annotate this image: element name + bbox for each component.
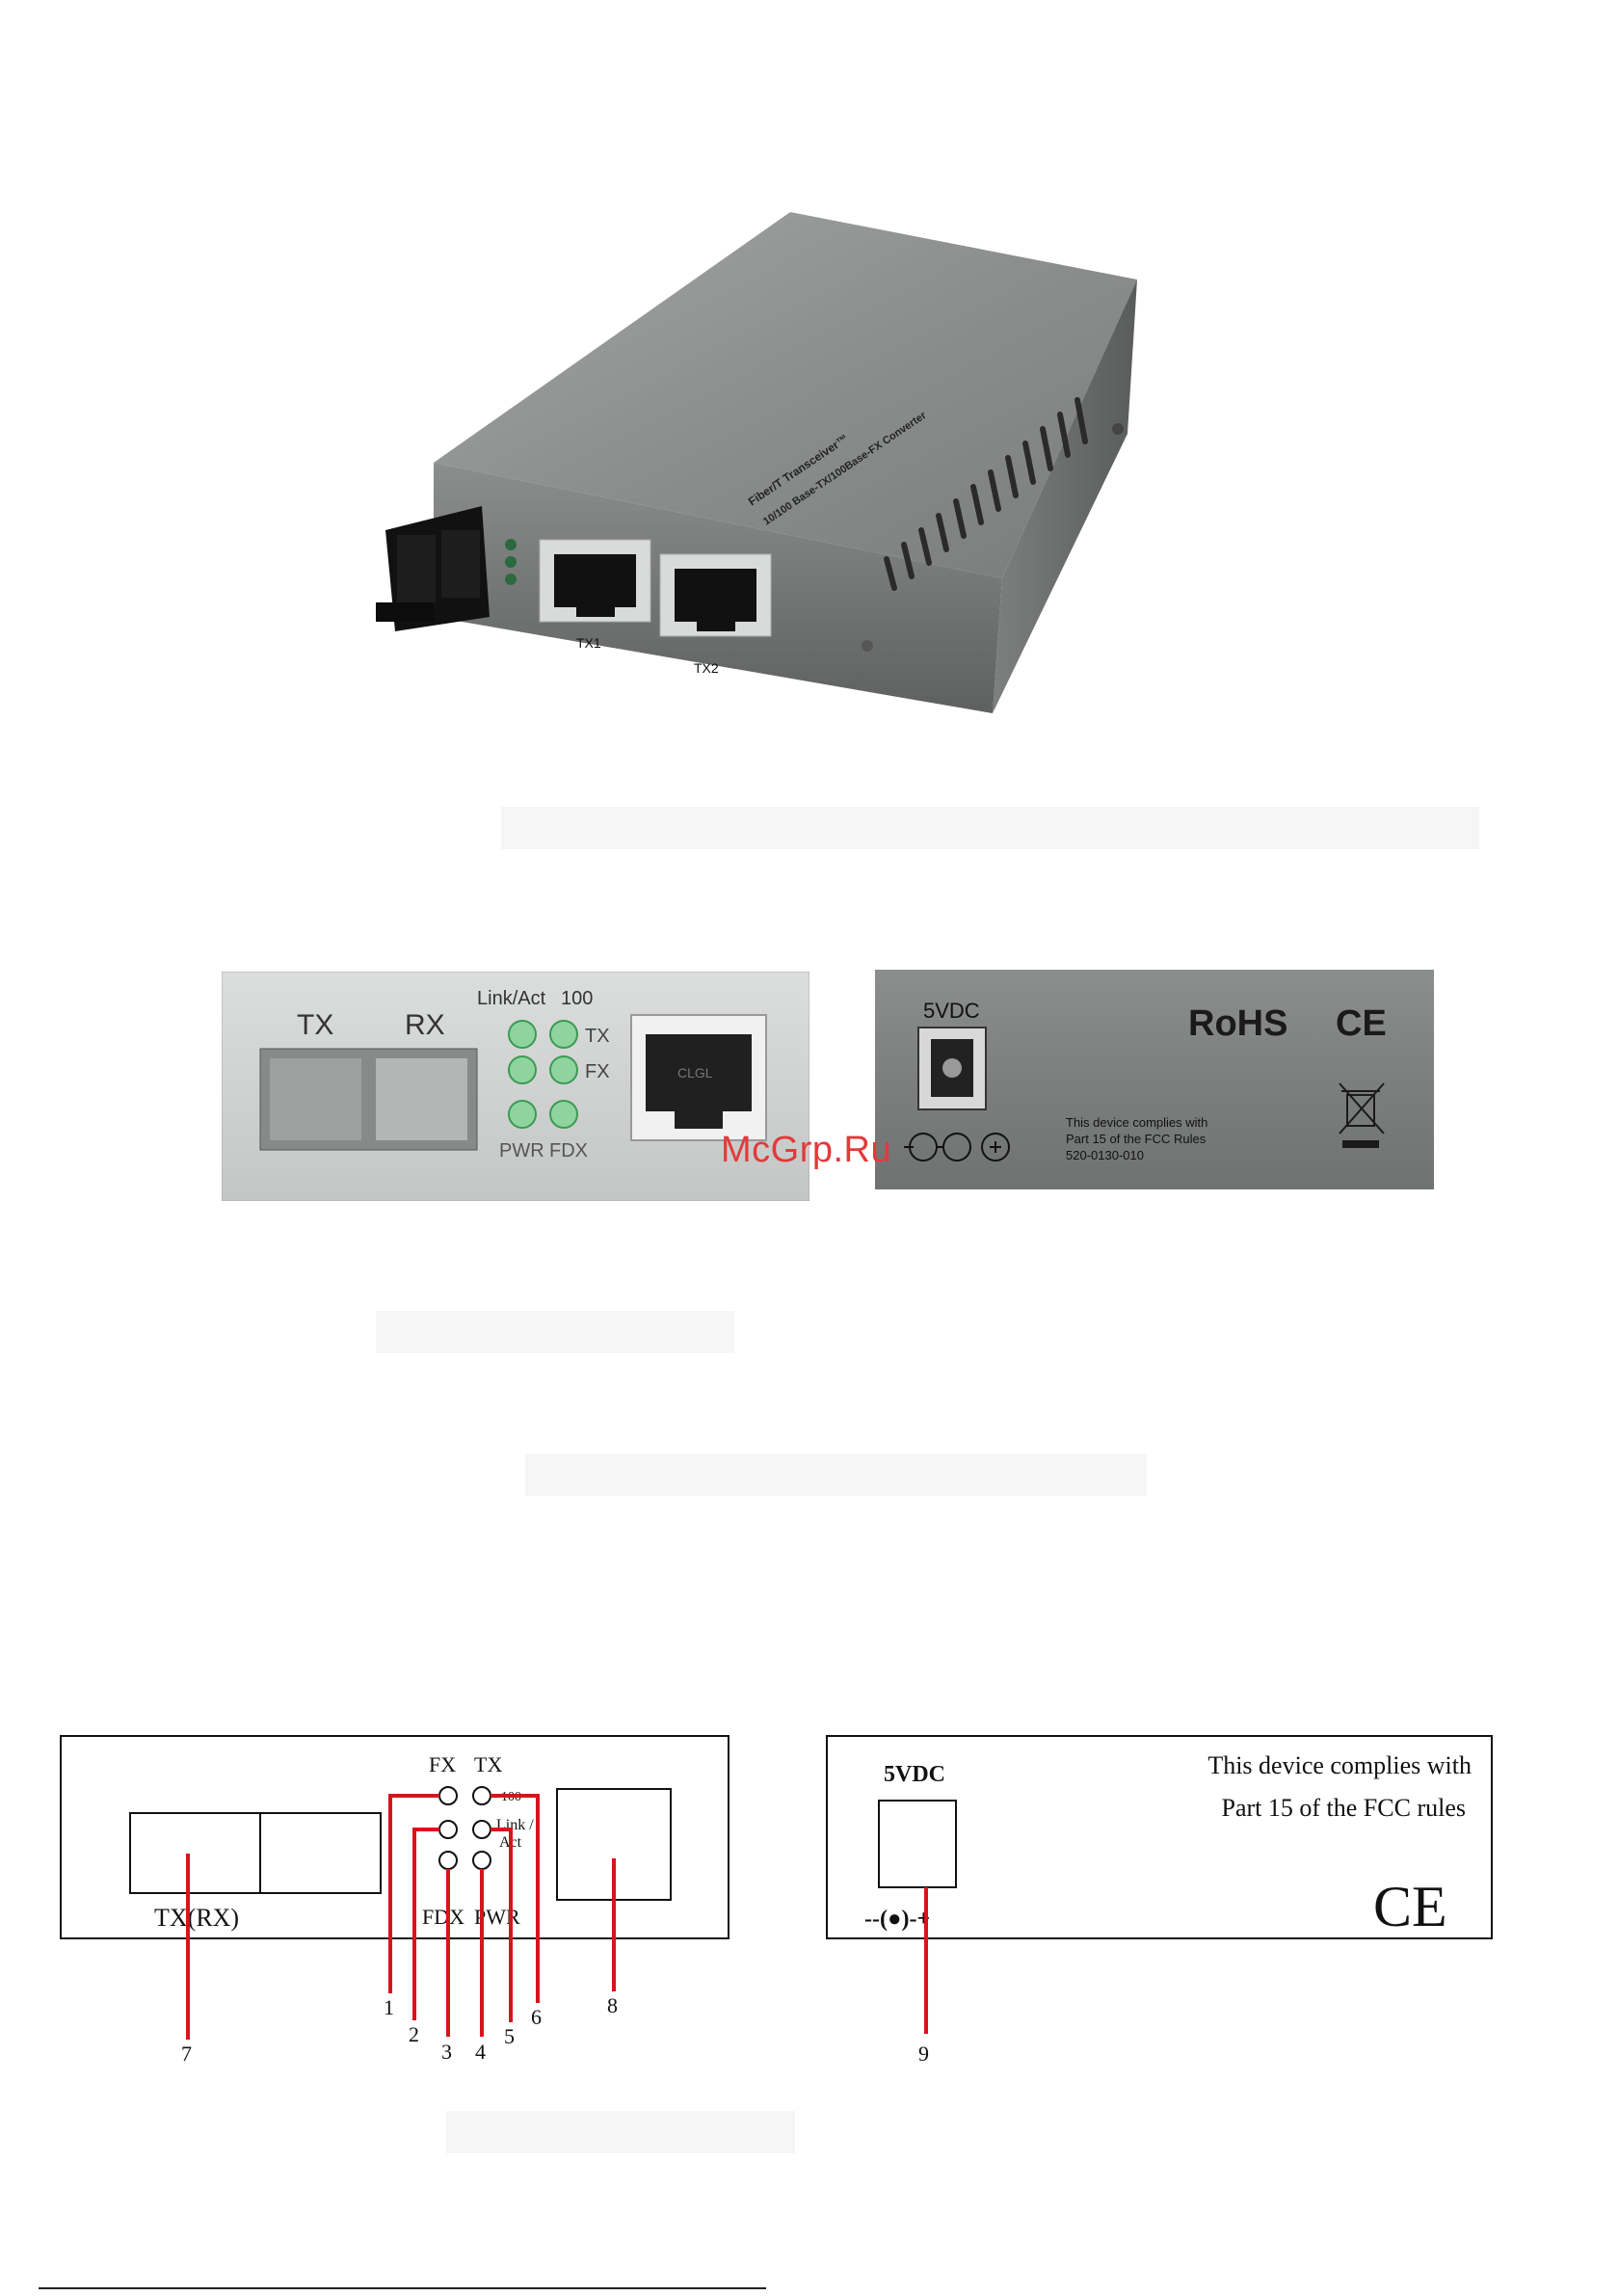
callout-line-5 — [491, 1828, 513, 2022]
callout-3: 3 — [441, 2040, 452, 2064]
diagram-dc-jack — [878, 1800, 957, 1888]
front-led-fx-label: FX — [585, 1061, 610, 1082]
port-label-tx2: TX2 — [694, 660, 719, 676]
diagram-tx-label: TX — [474, 1752, 502, 1776]
front-speed-label: 100 — [561, 988, 593, 1009]
diagram-port-right — [259, 1812, 382, 1894]
front-fdx-label: FDX — [549, 1140, 588, 1161]
callout-2: 2 — [409, 2022, 419, 2046]
caption-placeholder-4 — [446, 2111, 795, 2153]
callout-5: 5 — [504, 2024, 515, 2048]
led-100-fx — [549, 1055, 578, 1084]
port-label-tx1: TX1 — [576, 635, 601, 651]
caption-placeholder-2 — [376, 1311, 734, 1353]
diagram-fdx-label: FDX — [422, 1905, 464, 1929]
rear-ce-mark: CE — [1336, 1003, 1387, 1044]
caption-placeholder-1 — [501, 807, 1479, 849]
footer-rule — [39, 2287, 766, 2289]
callout-line-6 — [491, 1794, 540, 2003]
led-link-tx — [508, 1020, 537, 1049]
front-led-tx-label: TX — [585, 1026, 610, 1047]
diagram-fcc-line2: Part 15 of the FCC rules — [1222, 1794, 1467, 1822]
vent-slots — [884, 397, 1088, 591]
rear-rohs-label: RoHS — [1188, 1003, 1287, 1044]
front-pwr-label: PWR — [499, 1140, 544, 1161]
callout-7: 7 — [181, 2042, 192, 2066]
front-tx-label: TX — [297, 1009, 333, 1041]
rj45-port: CLGL — [630, 1014, 767, 1141]
rj45-port-tx2 — [659, 553, 772, 637]
led-100-tx — [549, 1020, 578, 1049]
rear-panel-photo: 5VDC RoHS CE This device complies with P… — [875, 970, 1434, 1189]
callout-4: 4 — [475, 2040, 486, 2064]
diagram-ce-mark: CE — [1373, 1875, 1447, 1938]
watermark: McGrp.Ru — [721, 1130, 892, 1170]
front-panel-diagram: FX TX 100 Link / Act FDX PWR TX(RX) 1 2 … — [60, 1735, 729, 2066]
callout-1: 1 — [384, 1995, 394, 2019]
front-link-act-label: Link/Act — [477, 988, 546, 1009]
diagram-port-label: TX(RX) — [154, 1904, 239, 1932]
callout-9: 9 — [918, 2042, 929, 2066]
rj45-port-tx1 — [539, 539, 651, 623]
weee-bin-icon — [1339, 1082, 1385, 1148]
diagram-polarity: --(●)-+ — [864, 1907, 930, 1932]
front-rx-label: RX — [405, 1009, 445, 1041]
sc-fiber-connector — [376, 506, 490, 631]
diagram-vdc-label: 5VDC — [884, 1762, 945, 1787]
caption-placeholder-3 — [525, 1454, 1147, 1496]
diagram-fcc-line1: This device complies with — [1207, 1751, 1472, 1779]
rj45-mark: CLGL — [677, 1065, 713, 1081]
rear-fcc-line1: This device complies with — [1066, 1115, 1207, 1130]
callout-6: 6 — [531, 2005, 542, 2029]
rear-vdc-label: 5VDC — [923, 999, 980, 1023]
diagram-leds — [438, 1786, 491, 1870]
status-leds — [505, 539, 517, 585]
callout-line-2 — [412, 1828, 439, 2020]
callout-line-1 — [388, 1794, 439, 1993]
front-panel-photo: TX RX Link/Act 100 TX FX PWR FDX CLGL — [222, 972, 809, 1201]
rear-panel-diagram: 5VDC --(●)-+ This device complies with P… — [826, 1735, 1493, 2066]
led-link-fx — [508, 1055, 537, 1084]
rear-fcc-line2: Part 15 of the FCC Rules — [1066, 1132, 1207, 1146]
callout-8: 8 — [607, 1993, 618, 2017]
diagram-fx-label: FX — [429, 1752, 456, 1776]
led-fdx — [549, 1100, 578, 1129]
polarity-symbol-icon — [904, 1133, 1010, 1161]
product-photo: Fiber/T Transceiver™ 10/100 Base-TX/100B… — [376, 212, 1137, 713]
rear-fcc-line3: 520-0130-010 — [1066, 1148, 1144, 1162]
led-pwr — [508, 1100, 537, 1129]
